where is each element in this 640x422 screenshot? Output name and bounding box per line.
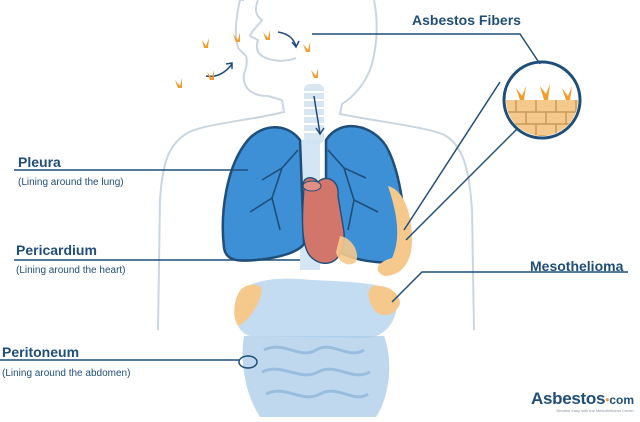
label-pericardium: Pericardium: [16, 242, 97, 258]
airflow-arrows: [205, 31, 325, 136]
tumor-peritoneum-left: [234, 284, 262, 326]
label-asbestos-fibers: Asbestos Fibers: [412, 12, 521, 28]
brand-tagline: Breathe easy with the Mesothelioma Cente…: [556, 408, 634, 413]
brand-dot: •: [605, 393, 610, 407]
bronchi: [249, 149, 379, 231]
label-pleura-desc: (Lining around the lung): [18, 177, 124, 188]
tumor-pericardium: [336, 236, 358, 265]
heart: [301, 177, 345, 264]
label-pericardium-desc: (Lining around the heart): [16, 265, 126, 276]
label-pleura: Pleura: [18, 154, 61, 170]
body-outline: [157, 0, 475, 331]
leader-magnifier-top: [403, 81, 501, 231]
liver: [234, 278, 397, 338]
brand-name: Asbestos: [530, 389, 606, 408]
peritoneum-marker: [238, 355, 258, 369]
leader-magnifier-bottom: [405, 127, 519, 241]
leader-mesothelioma: [391, 271, 628, 303]
label-mesothelioma: Mesothelioma: [530, 258, 624, 274]
brand-tld: com: [609, 393, 634, 407]
leader-asbestos-fibers: [312, 33, 541, 65]
asbestos-fiber-particles: [175, 30, 318, 88]
label-peritoneum-desc: (Lining around the abdomen): [2, 368, 131, 379]
left-lung: [221, 126, 306, 262]
face-outline: [248, 0, 297, 62]
brand-logo: Asbestos•com Breathe easy with the Mesot…: [531, 389, 634, 413]
label-peritoneum: Peritoneum: [2, 344, 80, 360]
leader-lines: [0, 33, 628, 361]
tumor-pleura-right: [377, 186, 412, 276]
tumor-peritoneum-right: [368, 285, 400, 316]
